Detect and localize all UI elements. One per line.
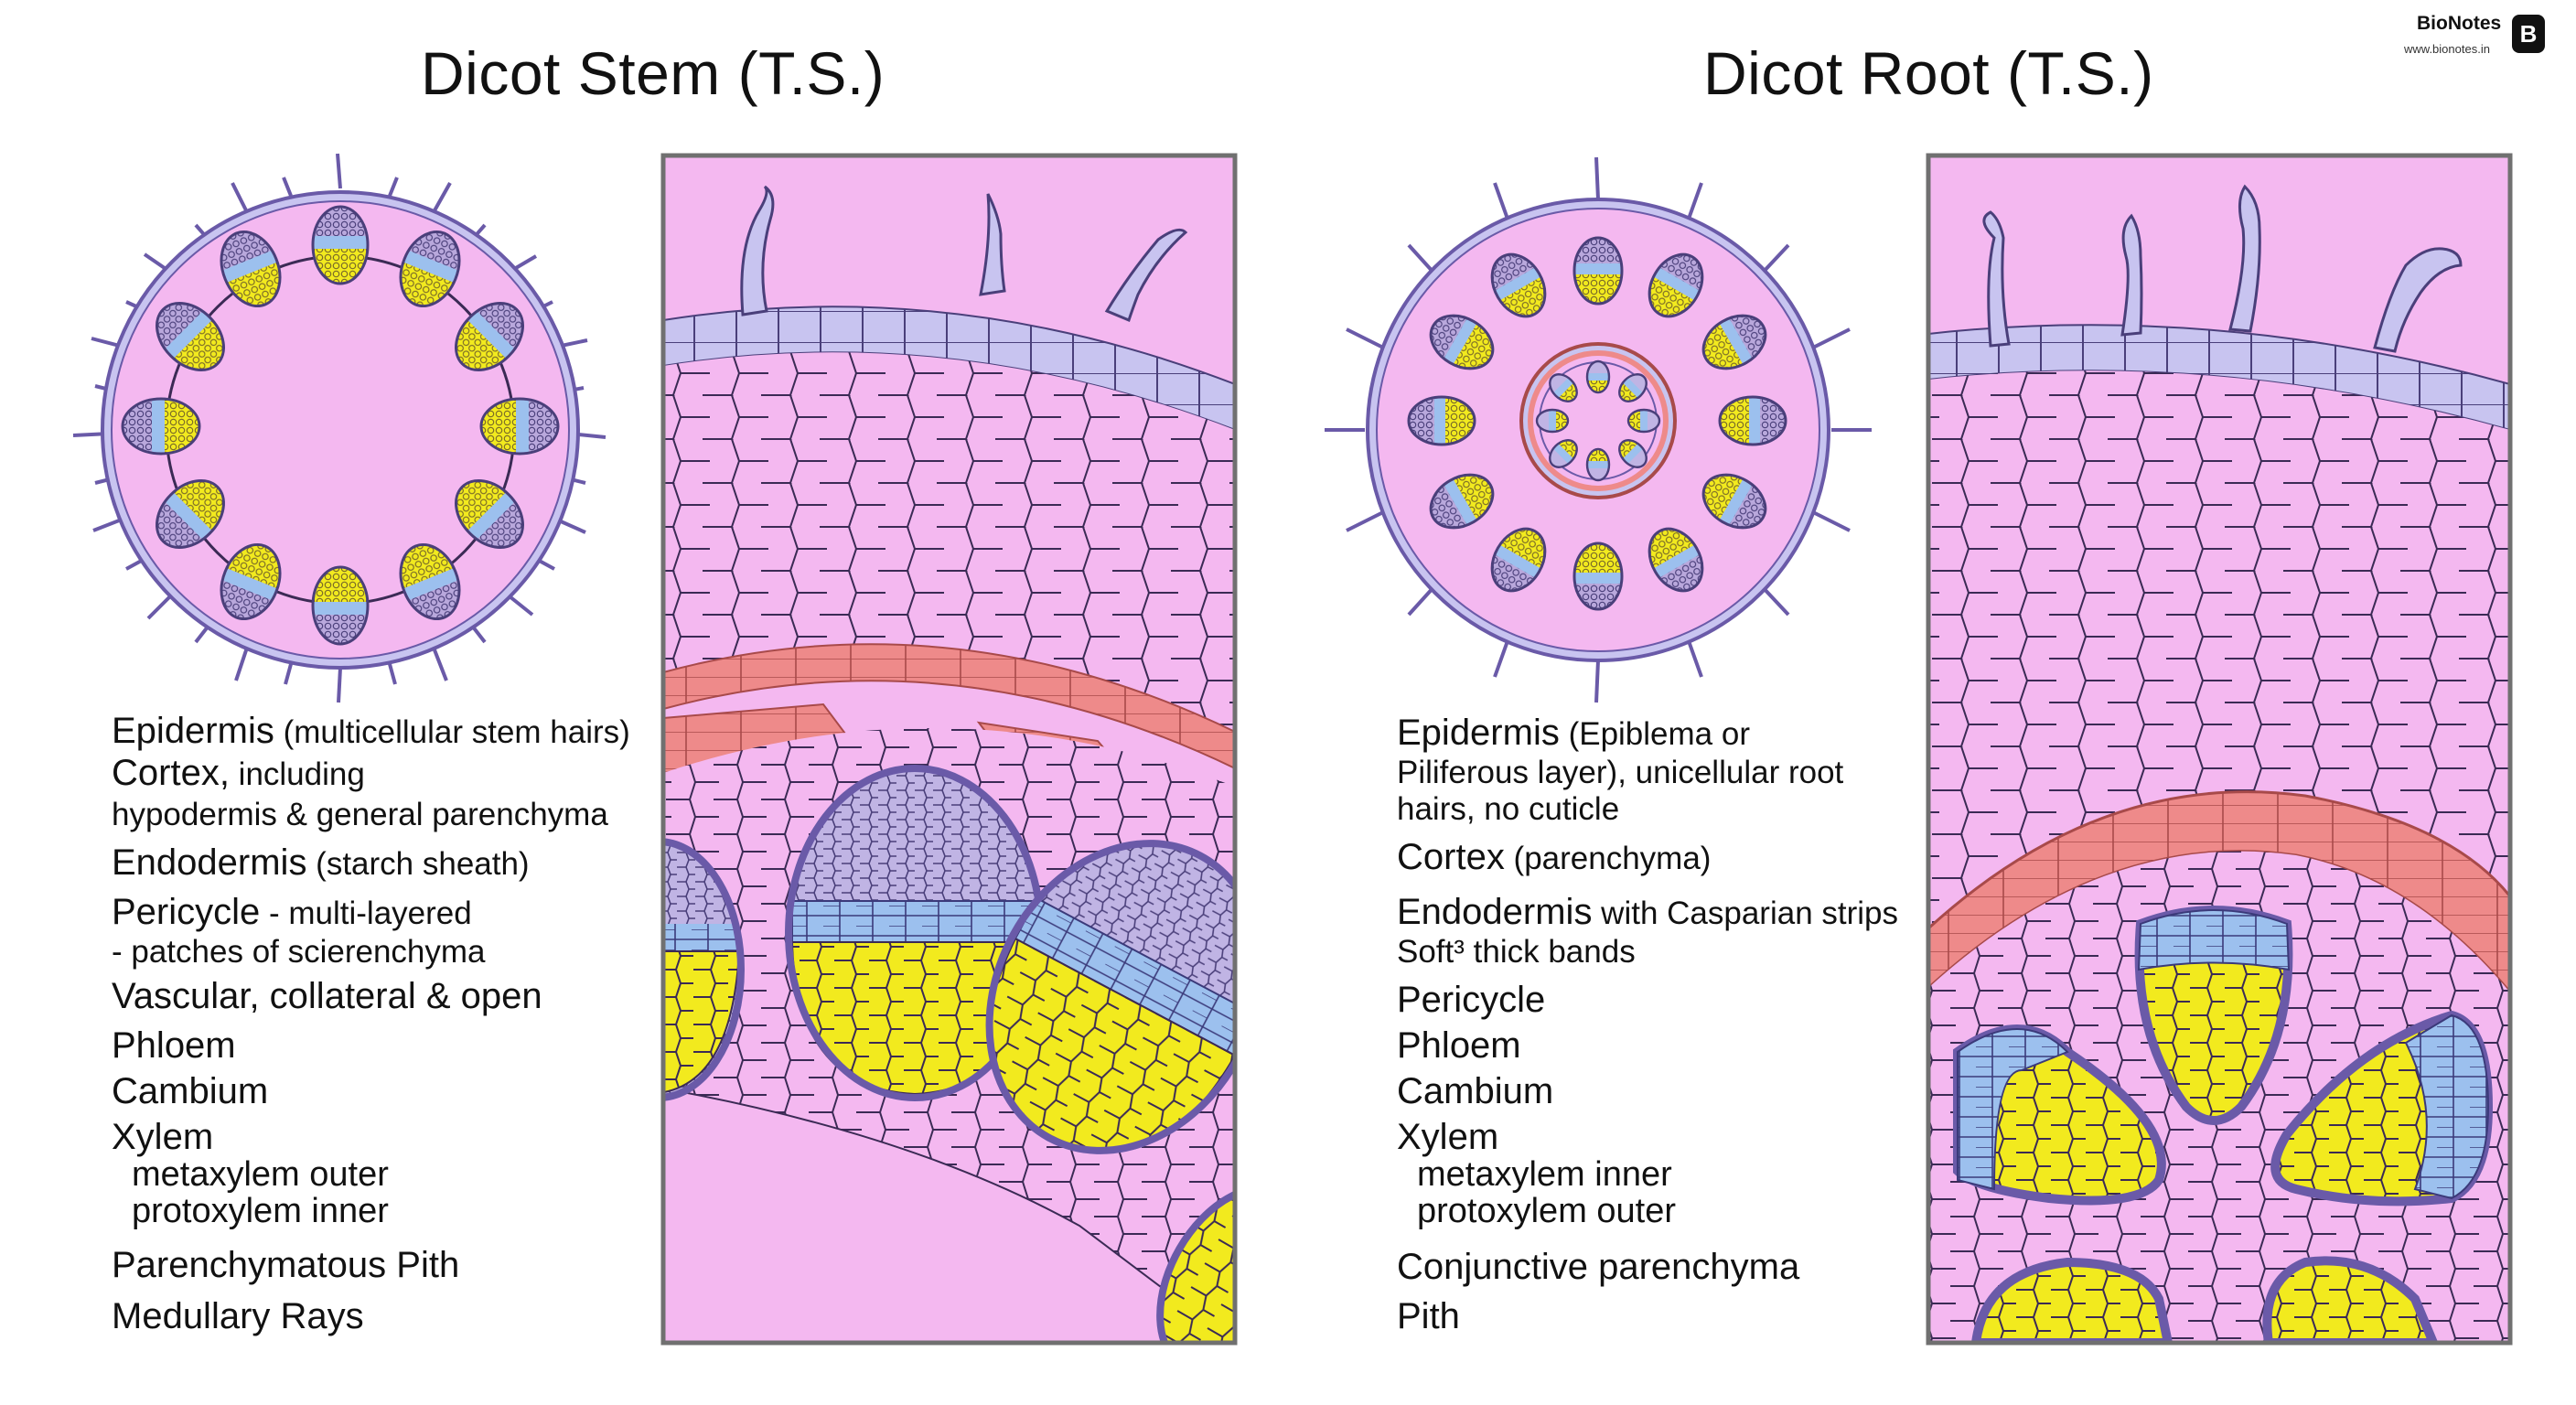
root-label-phloem: Phloem	[1397, 1025, 1521, 1066]
brand-watermark: BioNotes www.bionotes.in B	[2404, 9, 2545, 60]
stem-label-pericycle-detail: - patches of scierenchyma	[112, 934, 486, 970]
root-zoom-bundle	[1970, 1257, 2174, 1343]
stem-label-cambium: Cambium	[112, 1071, 269, 1111]
stem-hairs	[72, 153, 606, 703]
root-zoom-hairs	[1982, 184, 2463, 353]
stem-label-xylem: Xylem	[112, 1117, 214, 1157]
stem-label-cortex: Cortex, including	[112, 753, 365, 793]
root-zoom-bundle	[2262, 1256, 2439, 1343]
stem-label-protoxylem: protoxylem inner	[132, 1192, 389, 1230]
stem-zoom-bundle	[1156, 1184, 1235, 1343]
root-label-conjunctive: Conjunctive parenchyma	[1397, 1247, 1800, 1287]
root-label-pericycle: Pericycle	[1397, 980, 1546, 1020]
root-label-epidermis-hairs: hairs, no cuticle	[1397, 791, 1620, 827]
stem-section-title: Dicot Stem (T.S.)	[421, 39, 886, 107]
stem-label-medullary-rays: Medullary Rays	[112, 1296, 364, 1336]
stem-label-cortex-detail: hypodermis & general parenchyma	[112, 797, 608, 832]
root-zoom-bundle	[2270, 1010, 2494, 1207]
stem-label-endodermis: Endodermis (starch sheath)	[112, 842, 530, 883]
root-stele	[1519, 342, 1677, 499]
root-circle-diagram	[1325, 156, 1872, 703]
brand-url: www.bionotes.in	[2404, 42, 2490, 56]
root-zoom-panel	[1926, 153, 2513, 1346]
root-label-endodermis: Endodermis with Casparian strips	[1397, 892, 1899, 932]
root-label-protoxylem: protoxylem outer	[1417, 1192, 1677, 1230]
stem-zoom-bundle	[663, 838, 745, 1101]
stem-label-vascular: Vascular, collateral & open	[112, 976, 542, 1016]
stem-zoom-panel	[660, 153, 1238, 1346]
stem-label-pith: Parenchymatous Pith	[112, 1245, 460, 1285]
stem-zoom-bundle	[985, 840, 1235, 1154]
root-label-epidermis-detail: Piliferous layer), unicellular root	[1397, 755, 1844, 790]
root-label-metaxylem: metaxylem inner	[1417, 1155, 1672, 1194]
root-section-title: Dicot Root (T.S.)	[1703, 39, 2154, 107]
stem-zoom-hairs	[740, 185, 1188, 323]
stem-label-pericycle: Pericycle - multi-layered	[112, 892, 472, 932]
root-hairs	[1325, 156, 1872, 703]
root-label-epidermis: Epidermis (Epiblema or	[1397, 713, 1750, 753]
stem-label-epidermis: Epidermis (multicellular stem hairs)	[112, 711, 630, 751]
stem-label-metaxylem: metaxylem outer	[132, 1155, 389, 1194]
root-label-cortex: Cortex (parenchyma)	[1397, 837, 1712, 877]
stem-circle-diagram	[72, 153, 606, 703]
root-label-cambium: Cambium	[1397, 1071, 1554, 1111]
root-label-pith: Pith	[1397, 1296, 1460, 1336]
root-zoom-bundle	[2134, 906, 2293, 1125]
stem-label-phloem: Phloem	[112, 1025, 236, 1066]
brand-name: BioNotes	[2417, 13, 2502, 34]
brand-logo-icon: B	[2512, 15, 2545, 53]
root-label-xylem: Xylem	[1397, 1117, 1499, 1157]
root-label-endodermis-detail: Soft³ thick bands	[1397, 934, 1636, 970]
root-zoom-bundle	[1953, 1024, 2166, 1206]
